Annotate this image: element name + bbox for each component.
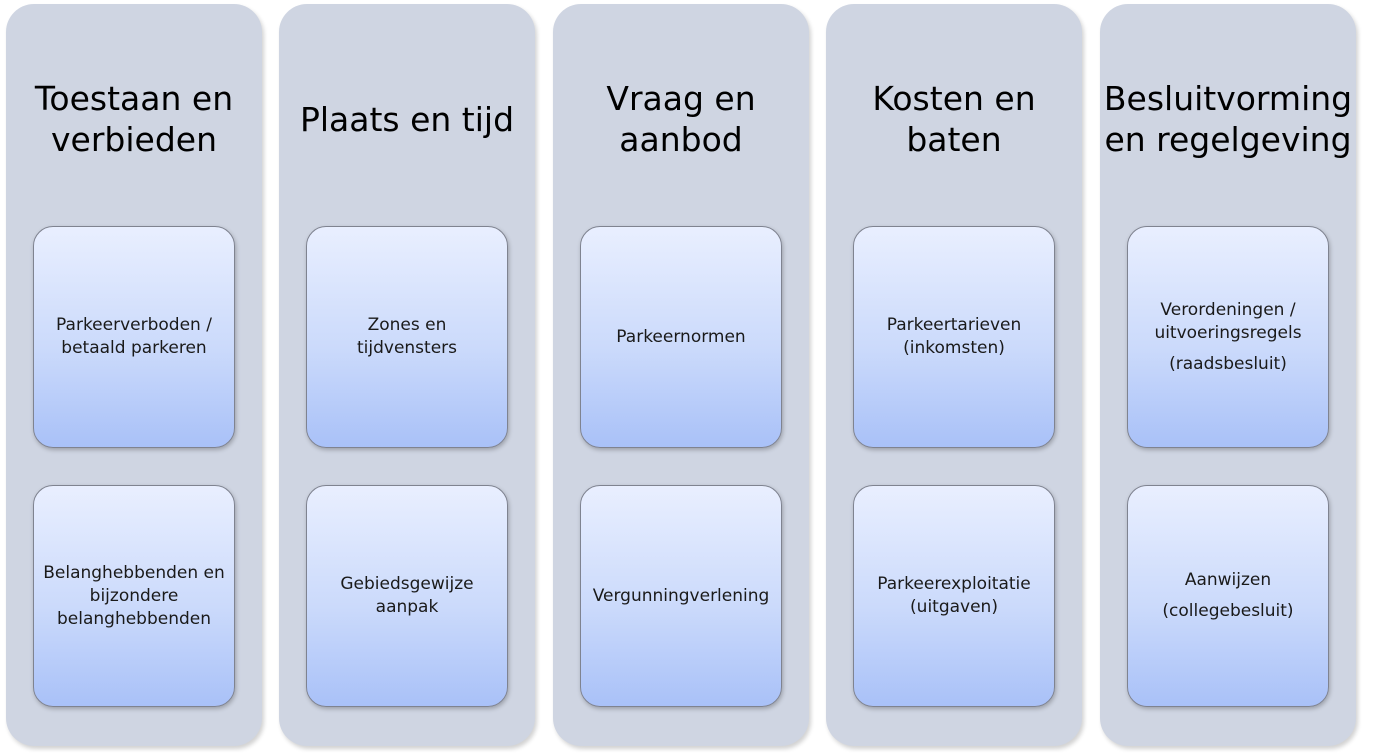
column-title: Kosten en baten bbox=[872, 79, 1036, 159]
box-text: bijzondere bbox=[89, 585, 179, 606]
box-text: Parkeerexploitatie bbox=[877, 574, 1031, 594]
box-parkeerexploitatie: Parkeerexploitatie (uitgaven) bbox=[853, 485, 1055, 707]
box-parkeertarieven: Parkeertarieven (inkomsten) bbox=[853, 226, 1055, 448]
box-text: (uitgaven) bbox=[910, 597, 998, 617]
column-title: Besluitvorming en regelgeving bbox=[1103, 79, 1353, 159]
box-verordeningen: Verordeningen / uitvoeringsregels (raads… bbox=[1127, 226, 1329, 448]
box-parkeerverboden: Parkeerverboden / betaald parkeren bbox=[33, 226, 235, 448]
box-aanwijzen: Aanwijzen (collegebesluit) bbox=[1127, 485, 1329, 707]
box-text: Gebiedsgewijze bbox=[340, 574, 474, 594]
column-title: Vraag en aanbod bbox=[606, 79, 756, 159]
box-zones-en-tijdvensters: Zones en tijdvensters bbox=[306, 226, 508, 448]
box-text: belanghebbenden bbox=[56, 608, 212, 629]
box-text: Belanghebbenden en bbox=[43, 562, 225, 583]
column-title: Plaats en tijd bbox=[299, 99, 515, 139]
column-vraag-en-aanbod: Vraag en aanbod Parkeernormen Vergunning… bbox=[553, 4, 809, 746]
box-text: Parkeerverboden / bbox=[56, 315, 212, 335]
box-text: betaald parkeren bbox=[61, 338, 207, 358]
box-text: (inkomsten) bbox=[903, 338, 1005, 358]
box-text: uitvoeringsregels bbox=[1154, 322, 1302, 343]
box-vergunningverlening: Vergunningverlening bbox=[580, 485, 782, 707]
box-text: Verordeningen / bbox=[1160, 299, 1296, 320]
box-text: Zones en tijdvensters bbox=[356, 315, 458, 358]
box-gebiedsgewijze-aanpak: Gebiedsgewijze aanpak bbox=[306, 485, 508, 707]
box-text: (raadsbesluit) bbox=[1169, 353, 1287, 374]
column-title: Toestaan en verbieden bbox=[34, 79, 234, 159]
box-text: Parkeernormen bbox=[616, 326, 746, 347]
box-belanghebbenden: Belanghebbenden en bijzondere belanghebb… bbox=[33, 485, 235, 707]
column-toestaan-en-verbieden: Toestaan en verbieden Parkeerverboden / … bbox=[6, 4, 262, 746]
box-text: (collegebesluit) bbox=[1162, 601, 1294, 621]
box-text: Vergunningverlening bbox=[592, 585, 770, 606]
column-kosten-en-baten: Kosten en baten Parkeertarieven (inkomst… bbox=[826, 4, 1082, 746]
column-plaats-en-tijd: Plaats en tijd Zones en tijdvensters Geb… bbox=[279, 4, 535, 746]
box-parkeernormen: Parkeernormen bbox=[580, 226, 782, 448]
box-text: aanpak bbox=[375, 597, 439, 617]
box-text: Aanwijzen bbox=[1184, 570, 1272, 590]
box-text: Parkeertarieven bbox=[886, 315, 1022, 335]
column-besluitvorming-en-regelgeving: Besluitvorming en regelgeving Verordenin… bbox=[1100, 4, 1356, 746]
